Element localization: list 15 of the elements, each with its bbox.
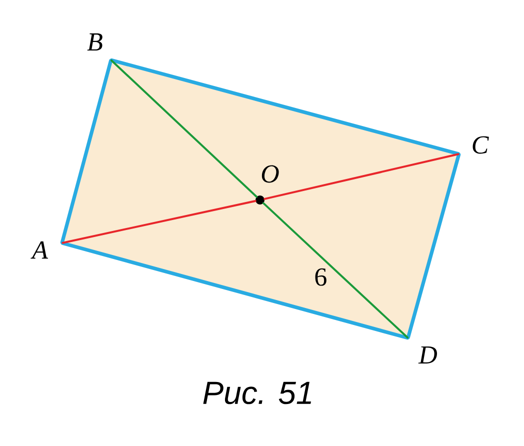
vertex-label: O	[262, 165, 279, 183]
line-segment	[60, 58, 113, 244]
line-segment	[264, 153, 460, 200]
vertex-label: D	[418, 346, 437, 364]
vertex-label: C	[472, 136, 489, 154]
edge-label: 6	[315, 268, 326, 286]
line-segment	[110, 59, 258, 198]
vertex-label: A	[30, 241, 48, 259]
line-segment	[262, 202, 408, 339]
vertex-label: B	[87, 33, 102, 51]
caption: Рис. 51	[203, 382, 312, 404]
line-segment	[62, 200, 256, 244]
line-segment	[60, 241, 410, 340]
line-segment	[110, 58, 460, 156]
line-segment	[406, 152, 461, 340]
